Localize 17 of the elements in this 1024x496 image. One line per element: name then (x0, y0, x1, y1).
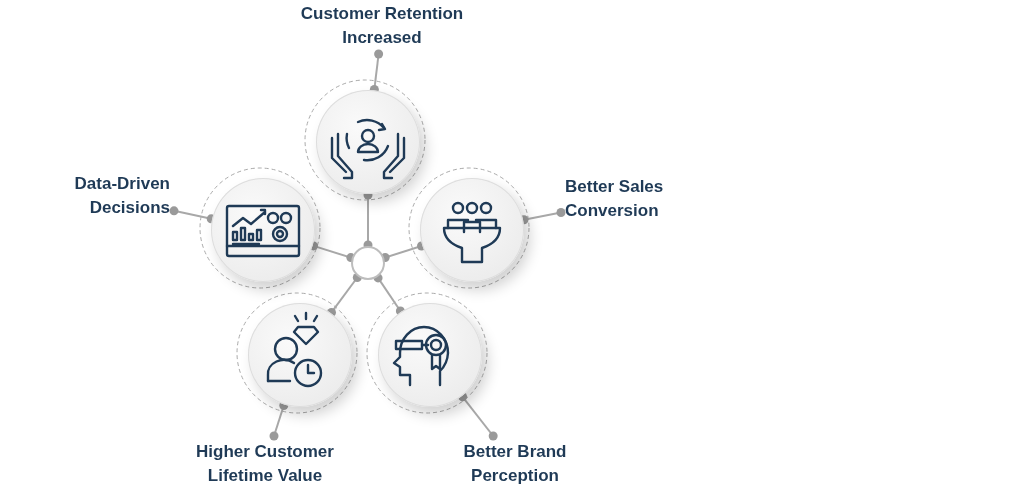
leader-line (458, 392, 498, 441)
icon-circle (420, 178, 524, 282)
connector-line (327, 273, 362, 317)
icon-circle (316, 90, 420, 194)
benefit-label: Better Sales Conversion (565, 176, 665, 222)
benefit-label: Better Brand Perception (462, 441, 568, 487)
icon-circle (248, 303, 352, 407)
benefit-label: Customer Retention Increased (300, 3, 464, 49)
hub-circle (351, 246, 385, 280)
connector-line (373, 273, 405, 316)
connector-line (309, 241, 356, 263)
connector-line (380, 241, 426, 263)
icon-circle (211, 178, 315, 282)
icon-circle (378, 303, 482, 407)
benefit-label: Higher Customer Lifetime Value (195, 441, 335, 487)
leader-line (369, 49, 384, 94)
benefit-label: Data-Driven Decisions (73, 173, 170, 219)
